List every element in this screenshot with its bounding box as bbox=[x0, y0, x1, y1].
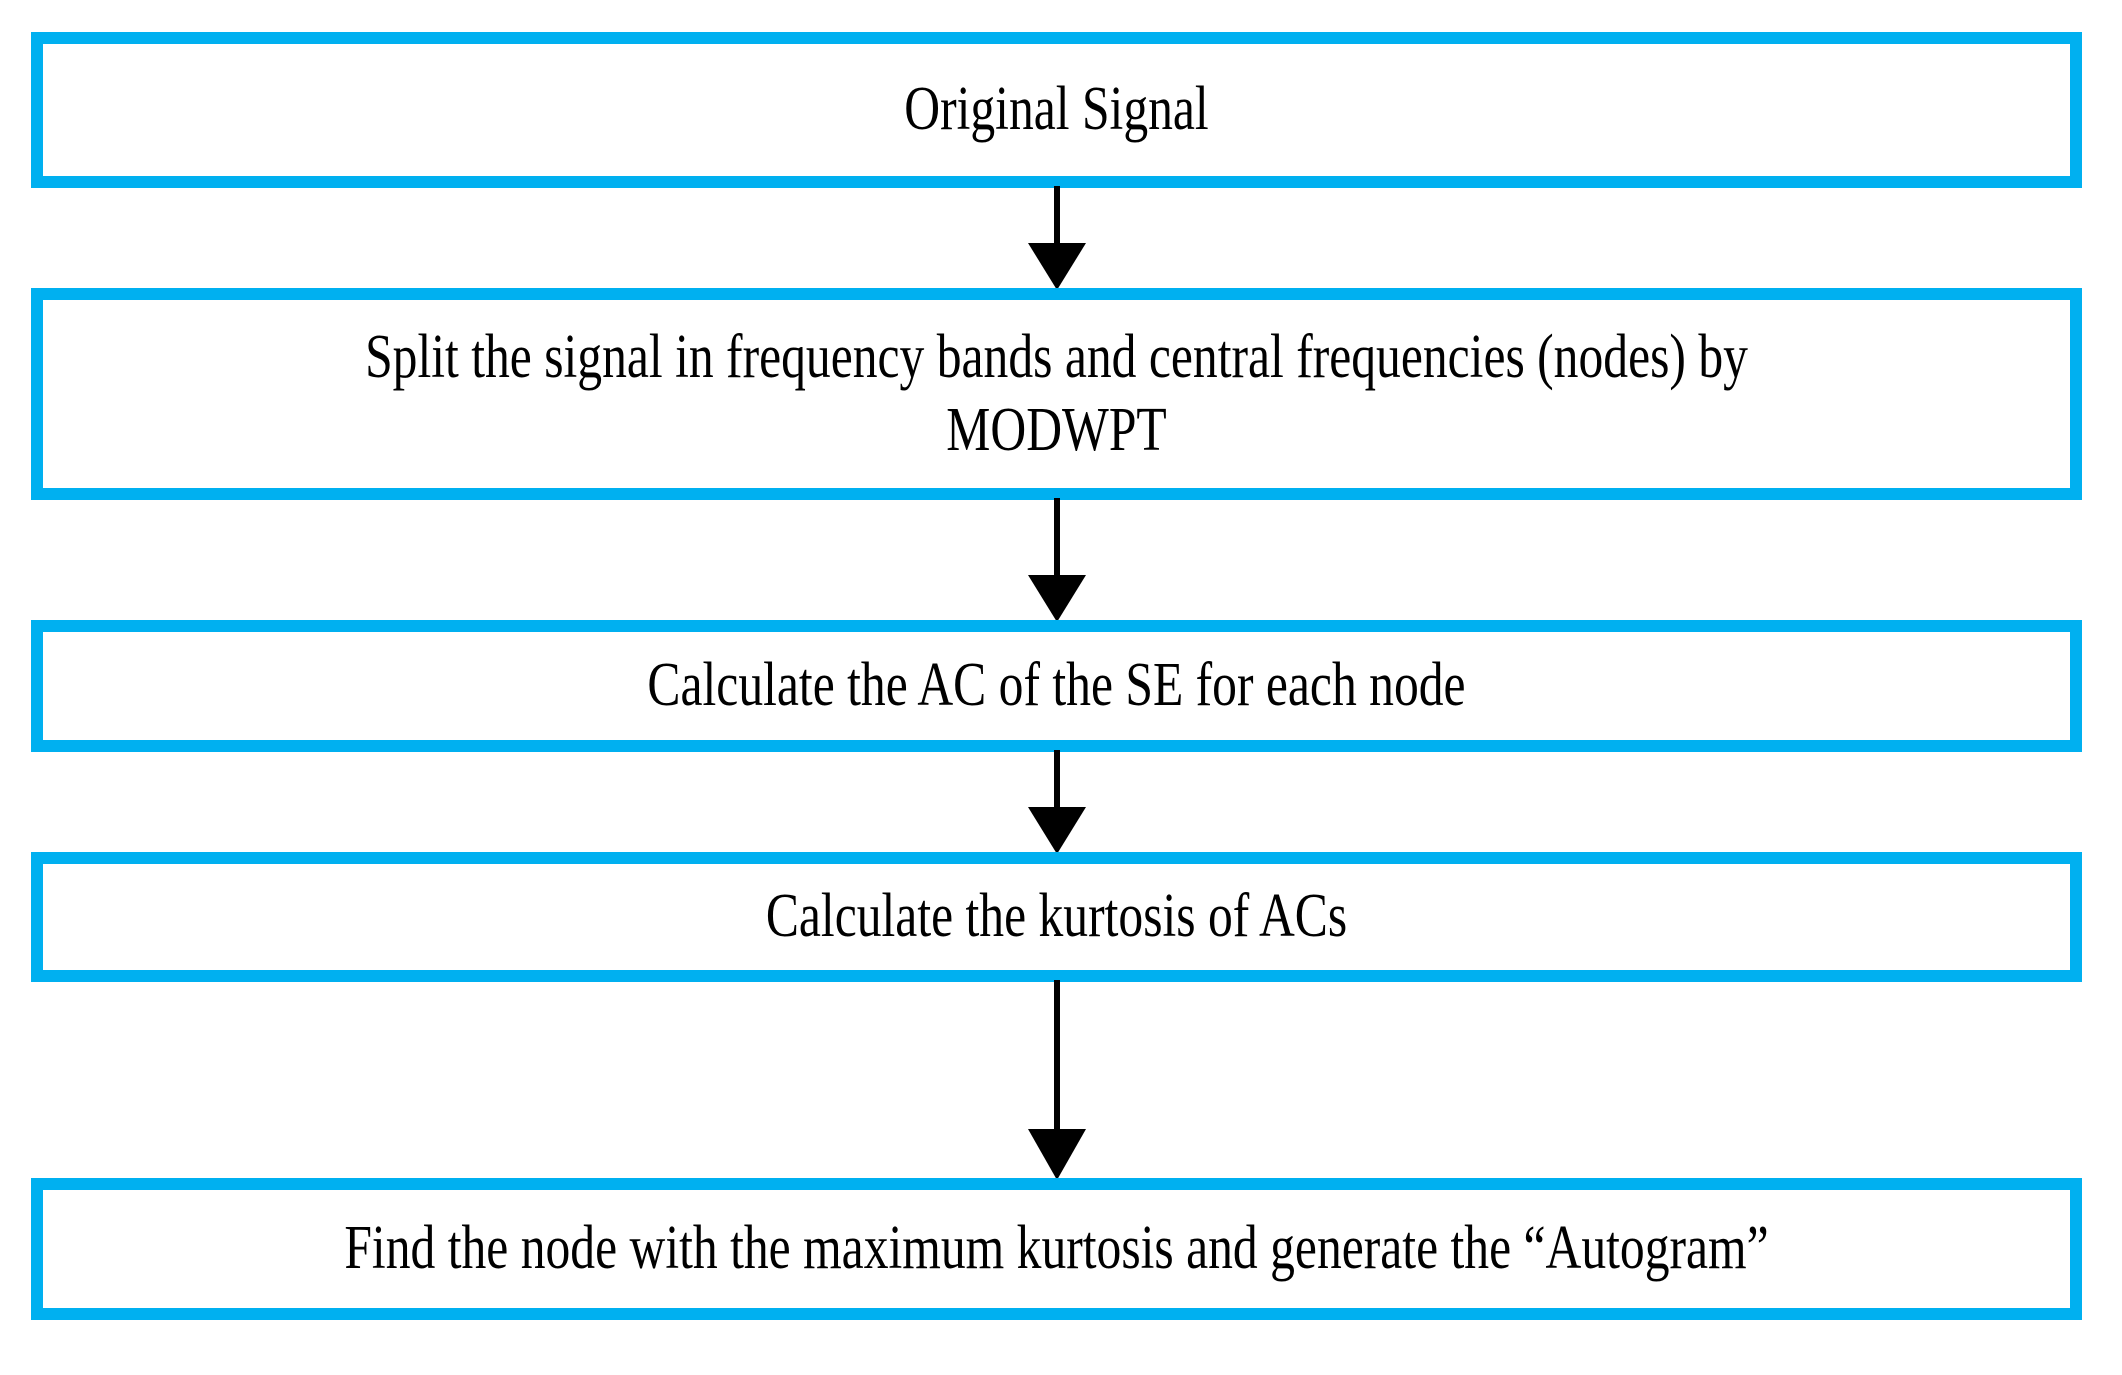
flowchart-node-kurtosis-of-acs[interactable]: Calculate the kurtosis of ACs bbox=[31, 852, 2082, 982]
flowchart-node-label: Original Signal bbox=[904, 75, 1209, 144]
flow-arrow-down-3 bbox=[1028, 750, 1086, 854]
flowchart-node-find-max-kurtosis[interactable]: Find the node with the maximum kurtosis … bbox=[31, 1178, 2082, 1320]
flow-arrow-down-2 bbox=[1028, 498, 1086, 622]
flow-arrow-down-1 bbox=[1028, 186, 1086, 290]
flowchart-node-ac-of-se[interactable]: Calculate the AC of the SE for each node bbox=[31, 620, 2082, 752]
flowchart-node-original-signal[interactable]: Original Signal bbox=[31, 32, 2082, 188]
flowchart-node-label: Find the node with the maximum kurtosis … bbox=[344, 1214, 1769, 1283]
flowchart-node-label: Calculate the AC of the SE for each node bbox=[647, 651, 1466, 720]
flowchart-node-label: Calculate the kurtosis of ACs bbox=[765, 882, 1348, 951]
flowchart-node-label: Split the signal in frequency bands and … bbox=[365, 322, 1748, 464]
flowchart-node-modwpt-split[interactable]: Split the signal in frequency bands and … bbox=[31, 288, 2082, 500]
flow-arrow-down-4 bbox=[1028, 980, 1086, 1180]
